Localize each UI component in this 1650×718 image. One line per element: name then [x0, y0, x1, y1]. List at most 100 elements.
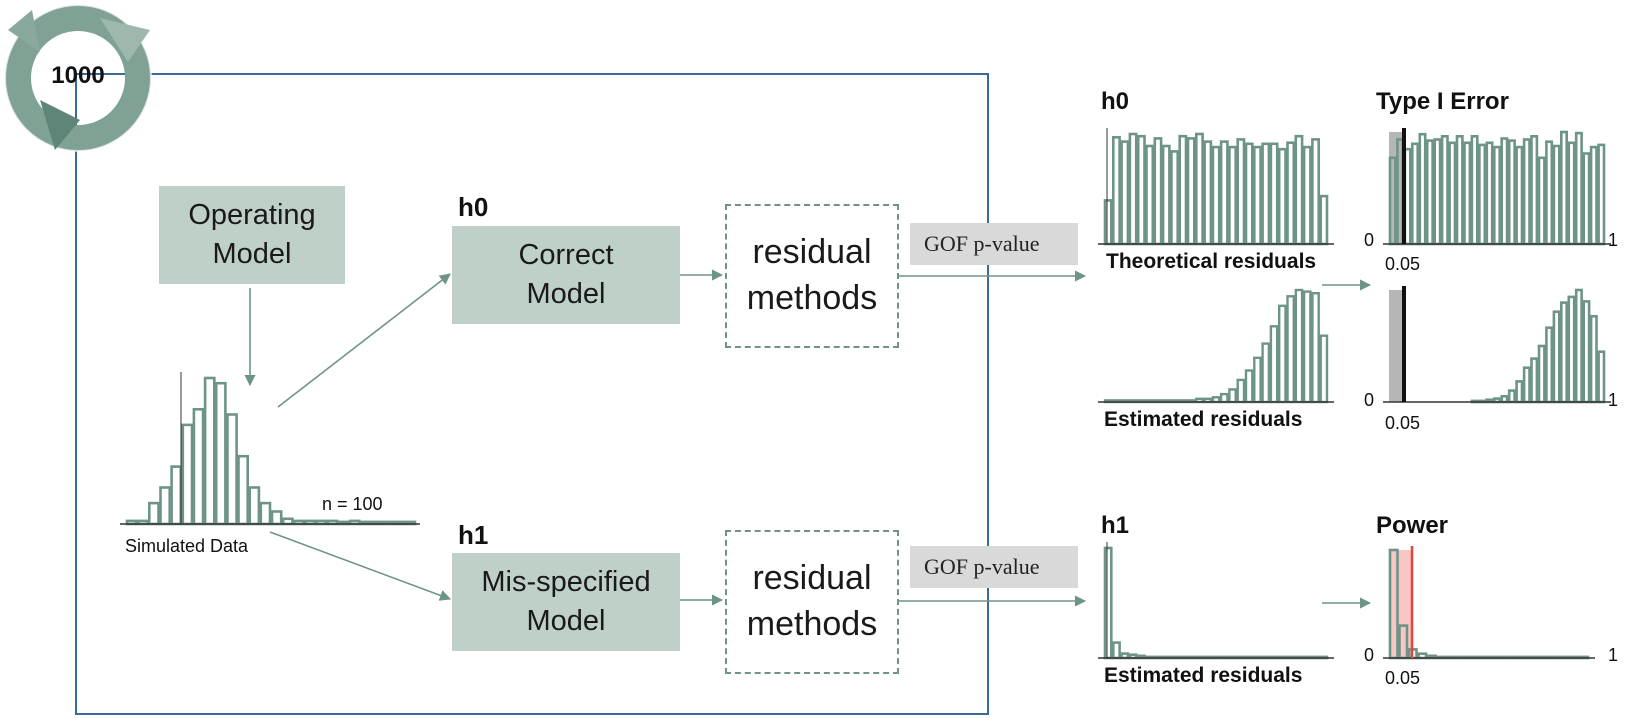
histogram-bar	[1552, 310, 1561, 404]
alpha-shade	[1389, 550, 1411, 658]
histogram-bar	[1440, 135, 1449, 246]
histogram-bar	[170, 465, 183, 526]
histogram-bar	[1319, 334, 1329, 404]
cycle-icon	[4, 4, 152, 152]
histogram-bar	[1582, 300, 1591, 404]
power-title: Power	[1376, 512, 1449, 539]
histogram-bar	[237, 454, 249, 526]
histogram-bar	[1103, 546, 1113, 660]
type1-est-axis-alpha: 0.05	[1385, 413, 1421, 433]
histogram-bar	[1269, 325, 1279, 404]
histogram-bar	[1294, 134, 1304, 246]
type1-axis-alpha: 0.05	[1385, 254, 1421, 274]
histogram-bar	[1311, 138, 1321, 246]
correct-model-label: Correct Model	[518, 238, 614, 310]
histogram-bar	[1319, 194, 1329, 246]
histogram-bar	[1244, 369, 1254, 404]
histogram-bar	[1286, 295, 1296, 404]
histogram-bar	[1195, 132, 1204, 246]
histogram-bar	[192, 407, 205, 526]
histogram-bar	[1545, 326, 1554, 404]
chart-power	[1383, 546, 1595, 660]
correct-model-box: Correct Model	[452, 226, 680, 324]
histogram-bar	[1522, 138, 1531, 246]
chart-estimated-residuals-h0	[1098, 288, 1334, 404]
estimated-residuals-h0-label: Estimated residuals	[1104, 408, 1303, 431]
h1-tag: h1	[458, 520, 489, 550]
histogram-bar	[248, 486, 261, 526]
histogram-bar	[1418, 132, 1427, 246]
histogram-bar	[1574, 288, 1583, 404]
histogram-bar	[1560, 301, 1569, 404]
histogram-bar	[1228, 145, 1238, 246]
histogram-bar	[1463, 141, 1472, 246]
gof-pvalue-h0: GOF p-value	[910, 223, 1078, 265]
histogram-bar	[1161, 144, 1171, 246]
histogram-bar	[281, 517, 294, 526]
arrow-data-to-correct	[277, 273, 451, 408]
histogram-bar	[1203, 140, 1213, 246]
histogram-bar	[1302, 145, 1312, 246]
simulation-frame	[75, 73, 989, 715]
alpha-shade	[1389, 290, 1405, 402]
histogram-bar	[1253, 356, 1262, 404]
histogram-bar	[1178, 134, 1188, 246]
histogram-bar	[1589, 145, 1598, 246]
chart-simulated-data	[120, 372, 420, 526]
histogram-bar	[203, 376, 216, 526]
operating-model-label: Operating Model	[188, 198, 316, 270]
histogram-bar	[1277, 147, 1287, 246]
chart-type1-error	[1383, 128, 1611, 246]
histogram-bar	[1567, 295, 1576, 404]
histogram-bar	[159, 486, 171, 526]
sample-size-label: n = 100	[322, 494, 383, 514]
histogram-bar	[1120, 140, 1130, 246]
histogram-bar	[1112, 136, 1121, 246]
theoretical-residuals-label: Theoretical residuals	[1106, 250, 1317, 273]
histogram-bar	[1507, 139, 1516, 246]
chart-estimated-residuals-h1	[1098, 542, 1334, 660]
chart-theoretical-residuals	[1098, 128, 1334, 246]
type1-axis-one: 1	[1608, 230, 1619, 250]
histogram-bar	[1236, 378, 1246, 404]
histogram-bar	[1500, 137, 1509, 246]
histogram-bar	[1485, 141, 1494, 246]
histogram-bar	[1530, 135, 1539, 246]
misspecified-model-label: Mis-specified Model	[481, 565, 651, 637]
histogram-bar	[1455, 135, 1464, 246]
histogram-bar	[1515, 380, 1524, 404]
histogram-bar	[1478, 143, 1487, 246]
histogram-bar	[1286, 141, 1296, 246]
histogram-bar	[1574, 131, 1583, 246]
histogram-bar	[1522, 366, 1531, 404]
histogram-bar	[1567, 141, 1576, 246]
histogram-bar	[1507, 389, 1516, 404]
histogram-bar	[1311, 292, 1320, 404]
estimated-residuals-h1-label: Estimated residuals	[1104, 664, 1303, 687]
histogram-bar	[1515, 145, 1524, 246]
histogram-bar	[1219, 392, 1229, 404]
type1-axis-zero: 0	[1364, 230, 1375, 250]
histogram-bar	[181, 423, 194, 526]
type1-est-axis-one: 1	[1608, 390, 1619, 410]
histogram-bar	[1186, 137, 1196, 246]
histogram-bar	[1112, 641, 1121, 660]
histogram-bar	[1425, 139, 1434, 246]
type1-error-title: Type I Error	[1376, 88, 1509, 115]
histogram-bar	[1277, 304, 1287, 404]
histogram-bar	[1211, 145, 1221, 246]
histogram-bar	[1552, 144, 1561, 246]
histogram-bar	[1236, 138, 1246, 246]
histogram-bar	[1153, 137, 1163, 246]
histogram-bar	[1294, 288, 1304, 404]
histogram-bar	[1136, 134, 1146, 246]
histogram-bar	[1128, 132, 1138, 246]
histogram-bar	[148, 501, 160, 526]
residual-methods-h1-label: residual methods	[746, 559, 878, 643]
power-axis-alpha: 0.05	[1385, 668, 1421, 688]
histogram-bar	[270, 510, 283, 526]
power-axis-zero: 0	[1364, 645, 1375, 665]
arrow-data-to-misspecified	[269, 531, 452, 601]
histogram-bar	[1103, 199, 1113, 246]
